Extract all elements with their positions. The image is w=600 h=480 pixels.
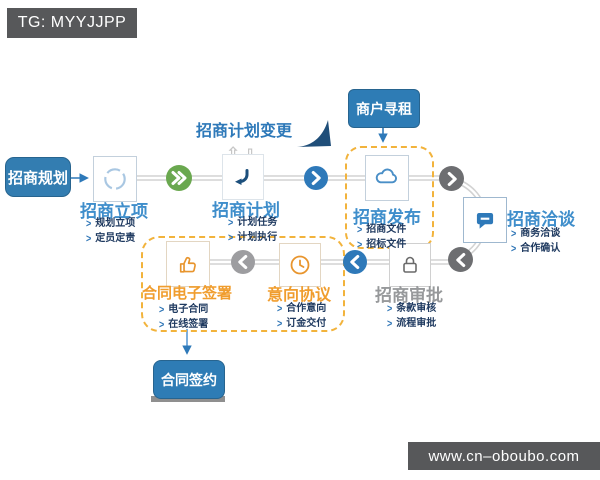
bullet-arrow-icon: >	[387, 301, 393, 315]
bullet-item: >在线签署	[159, 317, 208, 332]
bullet-arrow-icon: >	[228, 215, 234, 229]
contract-sign-pill: 合同签约	[153, 360, 225, 399]
swoosh-arrow-icon	[297, 120, 331, 147]
stage-box-lixiang	[93, 156, 137, 202]
bullet-item: >招标文件	[357, 237, 406, 252]
bullet-arrow-icon: >	[357, 222, 363, 236]
stage-label-jihua: 招商计划	[212, 201, 280, 220]
flow-node-forward-blue-1	[304, 166, 328, 190]
bullet-arrow-icon: >	[86, 216, 92, 230]
stage-label-lixiang: 招商立项	[80, 202, 148, 221]
chevron-right-icon	[311, 171, 321, 185]
stage-bullets-qiatan: >商务洽谈 >合作确认	[511, 226, 560, 256]
flow-node-back-blue	[343, 250, 367, 274]
stage-bullets-lixiang: >规划立项 >定员定责	[86, 216, 135, 246]
bullet-item: >合作意向	[277, 301, 326, 316]
bullet-item: >流程审批	[387, 316, 436, 331]
stage-label-yixiang: 意向协议	[266, 287, 331, 304]
merchant-seek-pill: 商户寻租	[348, 89, 420, 128]
bullet-item: >定员定责	[86, 231, 135, 246]
bullet-item: >订金交付	[277, 316, 326, 331]
bottom-watermark-text: www.cn–oboubo.com	[428, 447, 580, 465]
cycle-icon	[104, 168, 126, 190]
start-pill: 招商规划	[5, 157, 71, 197]
contract-sign-label: 合同签约	[161, 371, 217, 388]
bullet-item: >计划任务	[228, 215, 277, 230]
highlight-region-agreement-sign	[141, 236, 345, 332]
bullet-arrow-icon: >	[277, 316, 283, 330]
clock-icon	[290, 255, 310, 275]
thumbs-up-icon	[179, 256, 196, 273]
chat-icon	[476, 213, 494, 229]
bullet-arrow-icon: >	[86, 231, 92, 245]
flow-node-back-gray-1	[448, 247, 473, 272]
bullet-item: >规划立项	[86, 216, 135, 231]
stage-box-shenpi	[389, 243, 431, 287]
stage-bullets-fabu: >招商文件 >招标文件	[357, 222, 406, 252]
bottom-watermark: www.cn–oboubo.com	[408, 442, 600, 470]
bullet-arrow-icon: >	[511, 226, 517, 240]
stage-box-fabu	[365, 155, 409, 201]
chevron-left-icon	[455, 252, 465, 267]
bullet-item: >电子合同	[159, 302, 208, 317]
stage-bullets-shenpi: >条款审核 >流程审批	[387, 301, 436, 331]
bullet-item: >计划执行	[228, 230, 277, 245]
plan-change-label: 招商计划变更	[196, 123, 293, 140]
phone-icon	[235, 169, 249, 185]
bullet-arrow-icon: >	[387, 316, 393, 330]
start-pill-label: 招商规划	[7, 169, 68, 187]
bullet-arrow-icon: >	[277, 301, 283, 315]
stage-bullets-qianshu: >电子合同 >在线签署	[159, 302, 208, 332]
chevron-left-icon	[238, 255, 248, 269]
cloud-icon	[375, 168, 397, 184]
stage-label-qiatan: 招商洽谈	[507, 210, 575, 229]
double-chevron-right-icon	[171, 171, 187, 185]
stage-box-jihua	[222, 154, 264, 200]
bullet-arrow-icon: >	[228, 230, 234, 244]
stage-bullets-yixiang: >合作意向 >订金交付	[277, 301, 326, 331]
chevron-left-icon	[350, 255, 360, 269]
top-watermark-text: TG: MYYJJPP	[17, 14, 127, 31]
bullet-item: >合作确认	[511, 241, 560, 256]
bullet-item: >商务洽谈	[511, 226, 560, 241]
bullet-item: >招商文件	[357, 222, 406, 237]
bullet-item: >条款审核	[387, 301, 436, 316]
stage-bullets-jihua: >计划任务 >计划执行	[228, 215, 277, 245]
bullet-arrow-icon: >	[357, 237, 363, 251]
chevron-right-icon	[447, 171, 457, 186]
bullet-arrow-icon: >	[159, 302, 165, 316]
stage-box-qianshu	[166, 241, 210, 287]
lock-icon	[403, 256, 417, 273]
flow-node-forward-gray	[439, 166, 464, 191]
merchant-seek-label: 商户寻租	[356, 100, 412, 117]
stage-box-yixiang	[279, 243, 321, 287]
flow-node-forward-green	[166, 165, 192, 191]
stage-label-fabu: 招商发布	[353, 208, 421, 227]
stage-label-shenpi: 招商审批	[375, 286, 443, 305]
top-watermark: TG: MYYJJPP	[7, 8, 137, 38]
stage-box-qiatan	[463, 197, 507, 243]
bullet-arrow-icon: >	[511, 241, 517, 255]
bullet-arrow-icon: >	[159, 317, 165, 331]
stage-label-qianshu: 合同电子签署	[141, 285, 232, 302]
flow-node-back-gray-2	[231, 250, 255, 274]
contract-sign-shadow	[151, 396, 225, 402]
